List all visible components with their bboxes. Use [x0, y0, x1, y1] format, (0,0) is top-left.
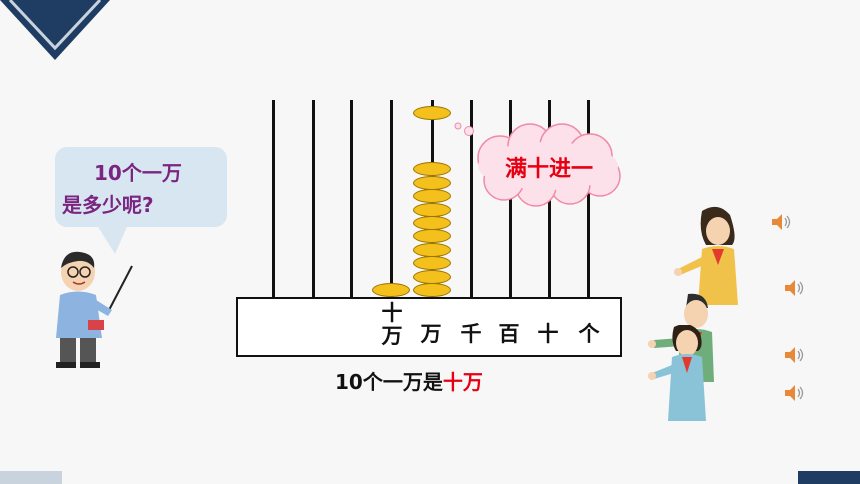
abacus-rod	[470, 100, 473, 298]
place-label-hundred: 百	[498, 322, 520, 346]
abacus-rod	[312, 100, 315, 298]
girl-student-figure	[674, 206, 738, 305]
answer-caption: 10个一万是十万	[335, 366, 483, 395]
abacus-rod	[390, 100, 393, 298]
teacher-figure	[56, 251, 133, 368]
abacus-bead	[413, 189, 451, 204]
place-label-thousand: 千	[460, 322, 482, 346]
place-label-hundred-thousand: 十万	[381, 301, 403, 348]
abacus-bead	[413, 269, 451, 284]
speech-bubble-tail	[95, 222, 129, 254]
abacus-bead	[413, 229, 451, 244]
caption-answer: 十万	[442, 370, 483, 394]
abacus-bead	[413, 242, 451, 257]
cloud-text: 满十进一	[504, 157, 593, 182]
place-label-one: 个	[578, 322, 600, 346]
abacus-base	[236, 297, 622, 357]
place-label-ten-thousand: 万	[420, 322, 442, 346]
abacus-bead	[413, 202, 451, 217]
question-line-2: 是多少呢?	[62, 193, 154, 217]
corner-decoration	[0, 0, 110, 60]
question-text: 10个一万 是多少呢?	[62, 157, 232, 221]
speaker-icon[interactable]	[783, 383, 805, 403]
abacus-bead	[413, 283, 451, 297]
abacus-bead	[413, 216, 451, 230]
bottom-left-bar	[0, 471, 62, 484]
speech-bubble	[55, 147, 227, 227]
second-girl-figure	[648, 325, 706, 421]
abacus-rod	[350, 100, 353, 298]
place-label-ten: 十	[537, 322, 559, 346]
question-line-1: 10个一万	[94, 161, 182, 185]
abacus-bead	[413, 175, 451, 190]
abacus-rod	[587, 100, 590, 298]
thought-cloud	[454, 122, 621, 207]
bottom-right-bar	[798, 471, 860, 484]
abacus-bead	[413, 106, 451, 120]
speaker-icon[interactable]	[783, 345, 805, 365]
abacus-bead	[413, 256, 451, 271]
speaker-icon[interactable]	[770, 212, 792, 232]
abacus-bead	[372, 283, 410, 297]
abacus-rod	[272, 100, 275, 298]
speaker-icon[interactable]	[783, 278, 805, 298]
caption-prefix: 10个一万是	[335, 370, 443, 394]
abacus-bead	[413, 162, 451, 177]
